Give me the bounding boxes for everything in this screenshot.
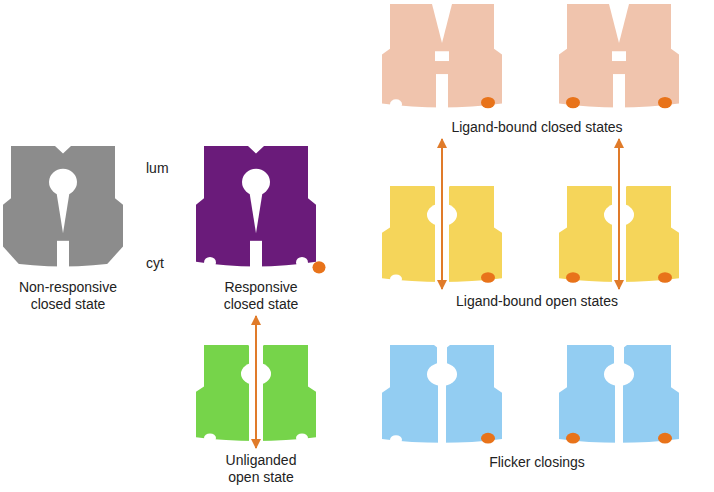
channel-illustration (382, 345, 512, 449)
channel-illustration (559, 4, 689, 114)
side-label: lum (146, 160, 169, 176)
channel-state-group: Non-responsive closed state (3, 146, 133, 313)
transition-arrow (441, 139, 443, 289)
channel-state-group: Ligand-bound open states (382, 186, 692, 310)
transition-arrow (618, 139, 620, 289)
channel-illustration (559, 345, 689, 449)
state-label: Flicker closings (387, 454, 687, 471)
state-label: Unliganded open state (211, 452, 311, 486)
channel-illustration (3, 146, 133, 274)
state-label: Non-responsive closed state (5, 279, 131, 313)
channel-illustration (196, 345, 326, 447)
side-label: cyt (146, 255, 164, 271)
channel-state-group: Unliganded open state (196, 345, 326, 486)
channel-illustration (382, 4, 512, 114)
state-label: Responsive closed state (206, 279, 316, 313)
channel-illustration (382, 186, 512, 288)
channel-state-group: Ligand-bound closed states (382, 4, 692, 136)
state-label: Ligand-bound open states (387, 293, 687, 310)
channel-illustration (196, 146, 326, 274)
state-label: Ligand-bound closed states (387, 119, 687, 136)
transition-arrow (255, 316, 257, 448)
channel-illustration (559, 186, 689, 288)
channel-state-group: Responsive closed state (196, 146, 326, 313)
channel-state-group: Flicker closings (382, 345, 692, 471)
